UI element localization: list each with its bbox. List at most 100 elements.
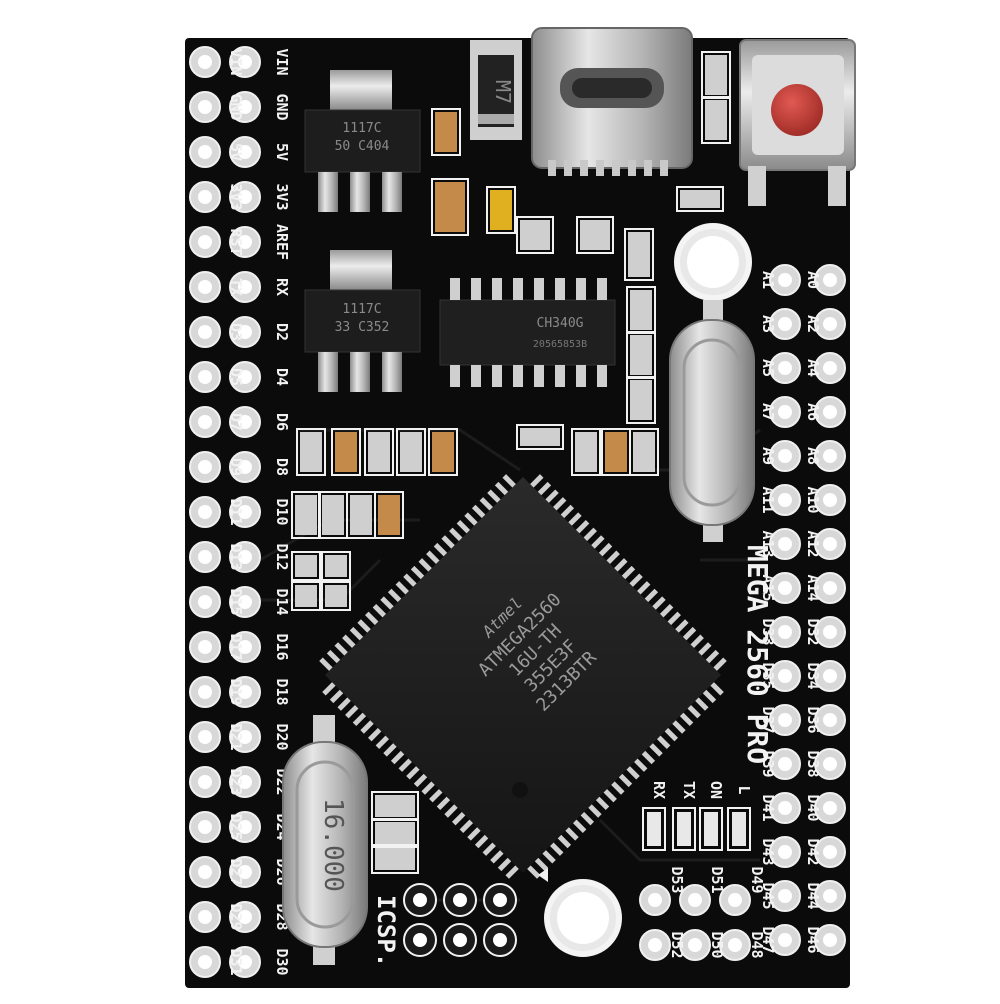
pad-bottom (719, 929, 751, 961)
pin-label-right-inner: A15 (759, 574, 777, 601)
mcu-pin (421, 781, 435, 795)
mcu-pin (690, 634, 704, 648)
pad-right-inner (769, 572, 801, 604)
smd-component (486, 186, 516, 234)
mcu-pin (494, 481, 509, 496)
mcu-pin (360, 720, 374, 734)
pad-right-inner (769, 308, 801, 340)
pin-label-right-inner: A13 (759, 530, 777, 557)
mcu-pin (390, 750, 405, 765)
mcu-pin (449, 527, 463, 542)
mcu-pin (550, 842, 564, 856)
smd-component (371, 844, 419, 874)
crystal-bottom: 16.000 (282, 715, 368, 965)
pad-right-outer (814, 572, 846, 604)
pad-left-inner (229, 631, 261, 663)
pad-left-inner (229, 91, 261, 123)
pad-right-inner (769, 880, 801, 912)
pin-label-left-outer: D29 (227, 903, 245, 930)
pad-right-inner (769, 924, 801, 956)
smd-component (371, 818, 419, 848)
mcu-pin (583, 527, 597, 542)
pad-right-outer (814, 748, 846, 780)
smd-component (371, 791, 419, 821)
smd-component (629, 428, 659, 476)
ch340-pin (555, 365, 565, 387)
usb-c-connector (531, 27, 693, 176)
pad-right-outer (814, 264, 846, 296)
crystal-label: 16.000 (318, 798, 348, 892)
pad-left-inner (229, 676, 261, 708)
mcu-pin (319, 657, 333, 671)
led-l: L (727, 785, 753, 851)
pin-label-left-outer: D23 (227, 768, 245, 795)
pad-left-inner (229, 316, 261, 348)
pin-label-left-inner: D8 (273, 458, 291, 476)
usb-serial-chip: CH340G 20565853B (439, 278, 616, 387)
pad-left-outer (189, 136, 221, 168)
mcu-pin (322, 682, 336, 696)
pin-label-left-inner: AREF (273, 224, 291, 260)
smd-component (291, 551, 321, 581)
regulator-bottom-line2: 33 C352 (335, 320, 390, 335)
smd-component (624, 228, 654, 281)
pad-left-inner (229, 586, 261, 618)
mcu-pin (603, 788, 617, 803)
smd-component (516, 424, 564, 450)
ch340-pin (450, 278, 460, 300)
reset-button[interactable] (739, 39, 856, 206)
pad-right-inner (769, 660, 801, 692)
mcu-pin (464, 512, 478, 526)
mcu-pin (552, 497, 567, 511)
mcu-pin (345, 704, 359, 719)
led-tx: TX (672, 781, 698, 851)
mcu-pin (634, 758, 648, 772)
mcu-pin (565, 827, 579, 841)
icsp-pad (403, 883, 437, 917)
pad-right-inner (769, 440, 801, 472)
mcu-pin (406, 766, 420, 780)
pin-label-right-inner: A11 (759, 486, 777, 513)
pad-left-inner (229, 901, 261, 933)
pad-right-inner (769, 748, 801, 780)
mcu-pin (557, 834, 572, 849)
mcu-pin (436, 796, 451, 811)
pin-label-left-outer: D17 (227, 633, 245, 660)
pin-label-left-outer: D13 (227, 543, 245, 570)
mcu-pin (413, 773, 428, 788)
pin-label-bottom: D50 (708, 931, 726, 958)
pin-label-right-outer: D40 (804, 794, 822, 821)
mcu-pin (537, 481, 552, 496)
pin-label-left-outer: TX (227, 278, 245, 296)
mcu-pin (695, 697, 709, 711)
pin-label-right-outer: A0 (804, 271, 822, 289)
pin-label-right-inner: A3 (759, 315, 777, 333)
mcu-pin (395, 581, 410, 595)
pad-left-inner (229, 46, 261, 78)
mcu-pin (618, 773, 633, 788)
mcu-pin (418, 558, 432, 572)
pin-label-left-outer: D25 (227, 813, 245, 840)
regulator-top-line1: 1117C (342, 121, 381, 136)
smd-component (321, 581, 351, 611)
smd-component (601, 428, 631, 476)
pad-left-inner (229, 226, 261, 258)
pad-left-outer (189, 811, 221, 843)
pad-right-outer (814, 308, 846, 340)
mcu-pin (606, 550, 620, 564)
icsp-pad (443, 883, 477, 917)
mcu-pin (471, 504, 486, 519)
pin-label-left-outer: D19 (227, 678, 245, 705)
pad-bottom (639, 884, 671, 916)
led-label: TX (680, 781, 698, 799)
mcu-pin (426, 550, 440, 564)
pad-right-inner (769, 264, 801, 296)
pad-right-outer (814, 660, 846, 692)
pad-right-inner (769, 396, 801, 428)
mcu-pin (410, 565, 425, 580)
mcu-pin (598, 542, 613, 557)
pad-left-inner (229, 271, 261, 303)
